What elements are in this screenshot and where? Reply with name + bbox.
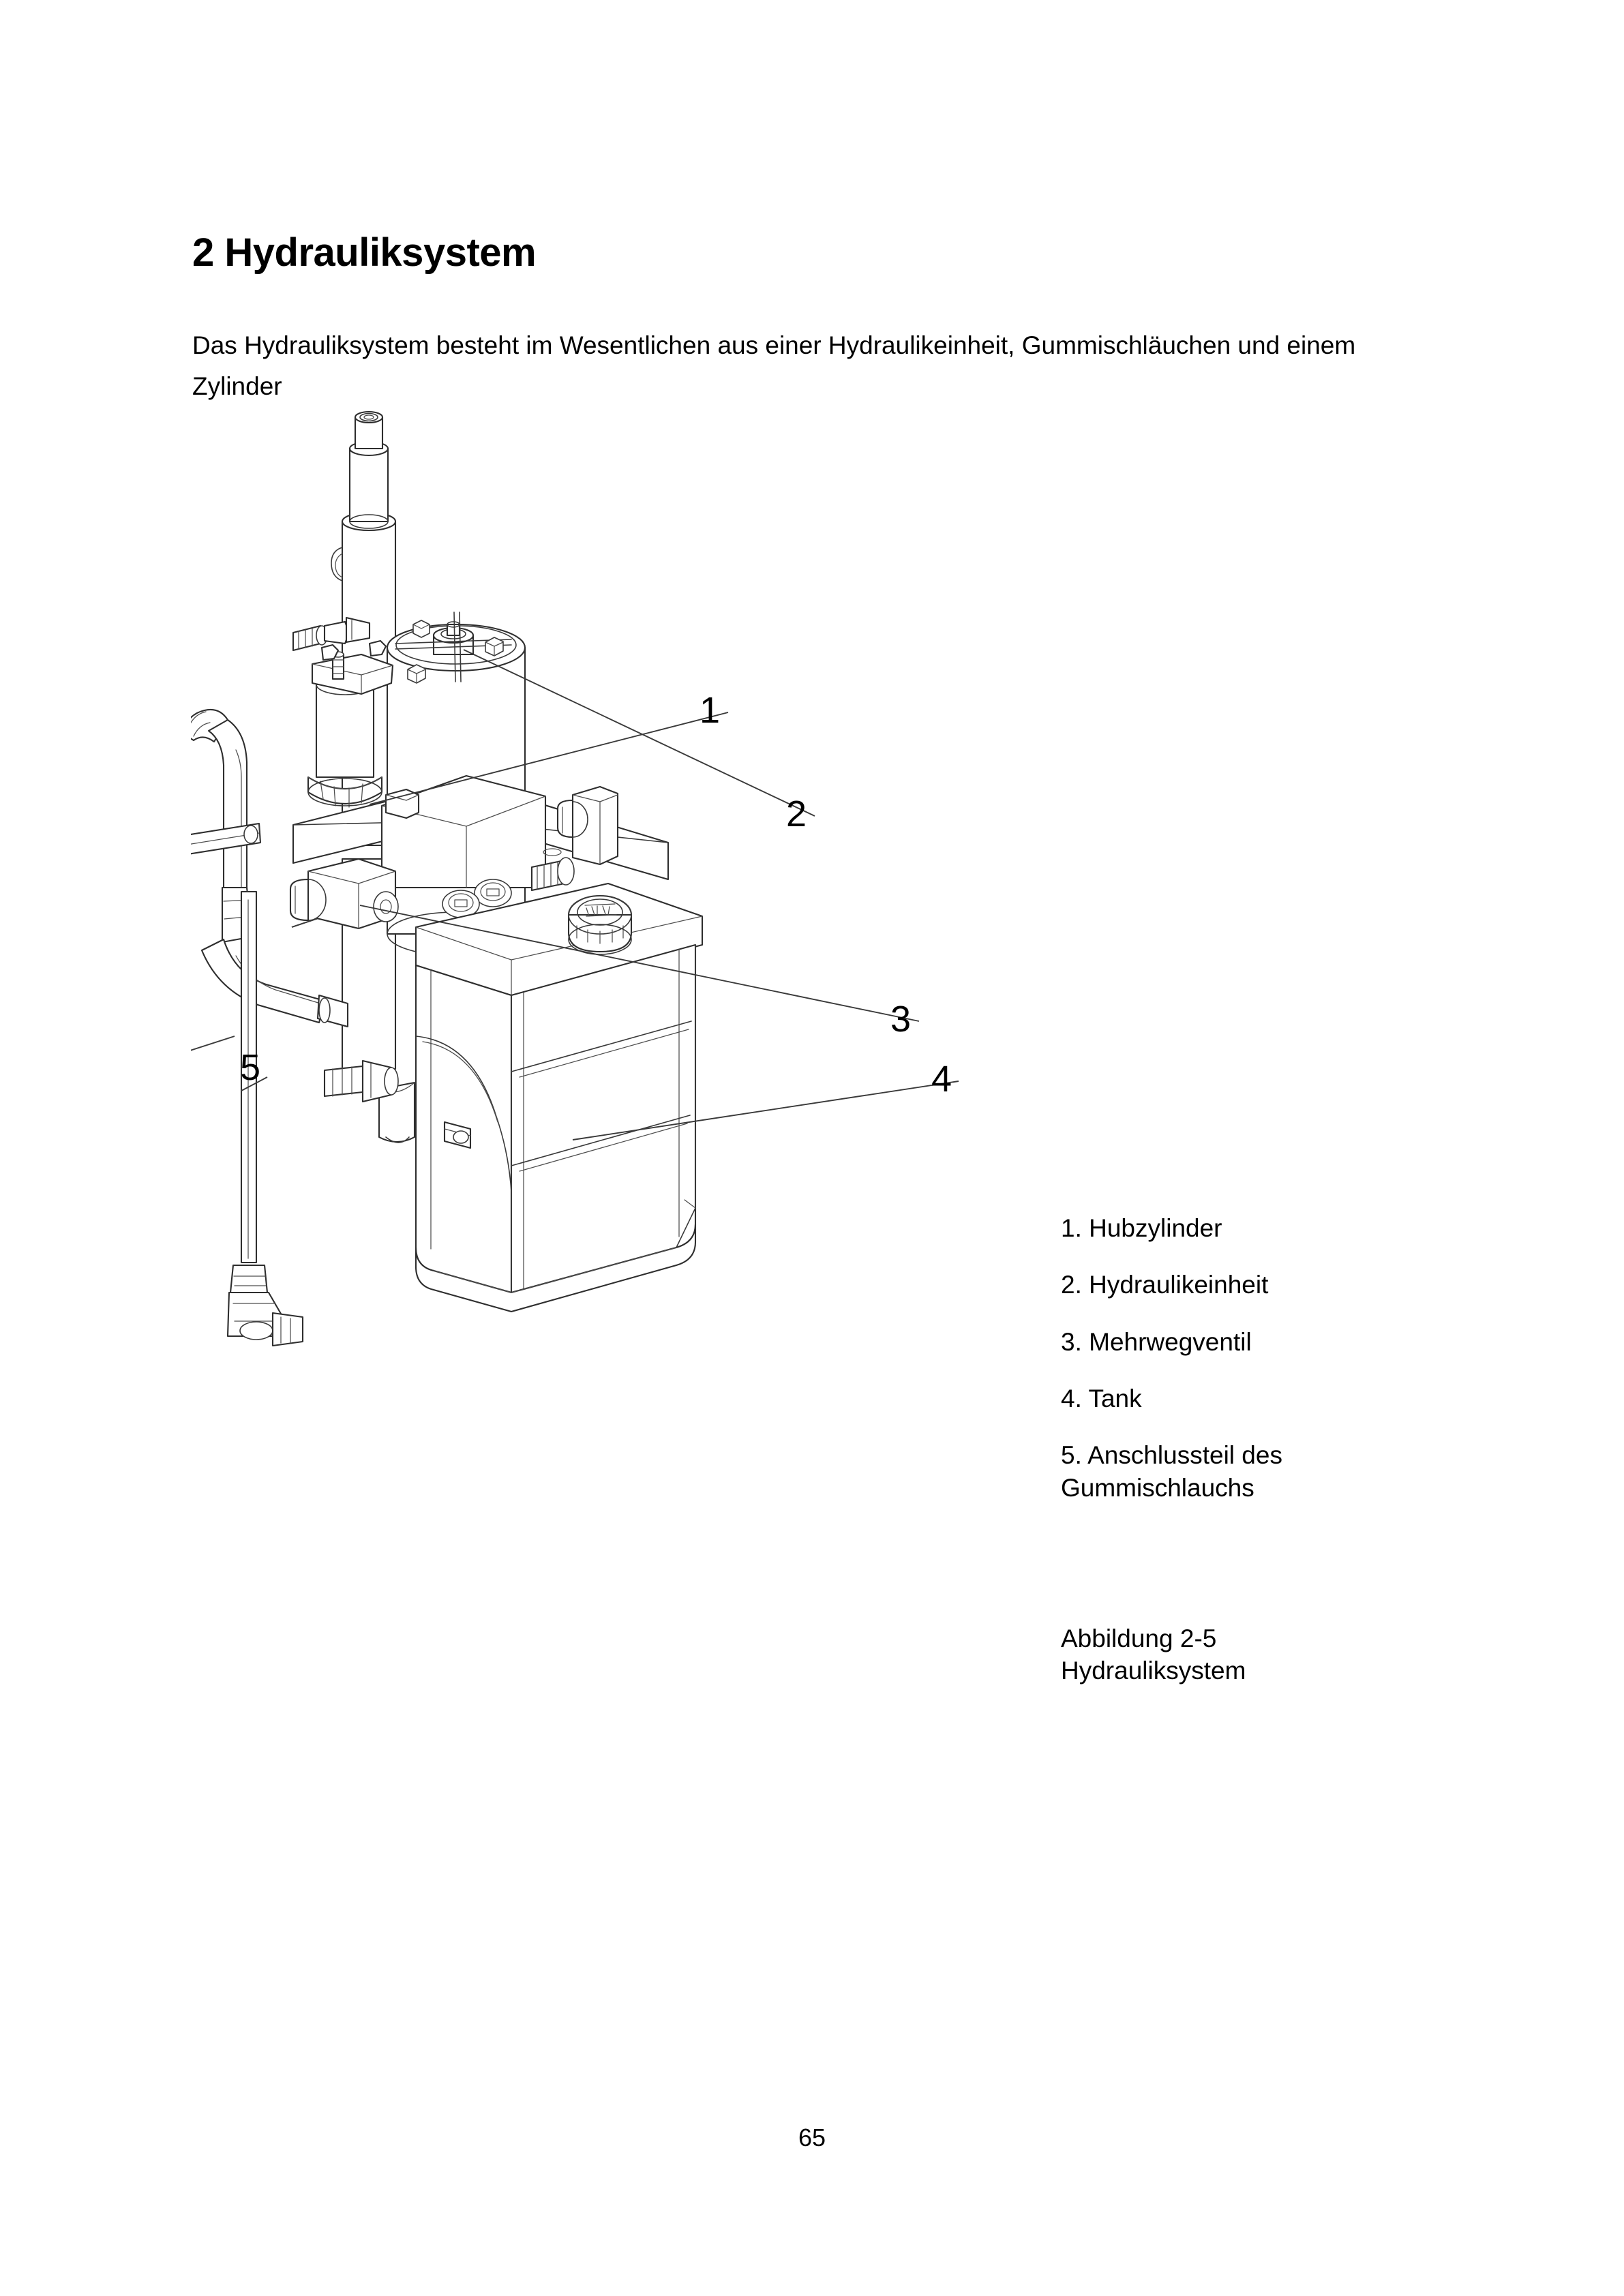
page-number: 65 [798, 2124, 826, 2151]
cap-marking [584, 903, 617, 917]
legend-item-5-line2: Gummischlauchs [1061, 1473, 1254, 1502]
tank-filler-cap [567, 894, 633, 955]
callout-number-1: 1 [700, 690, 720, 731]
figure-caption-line2: Hydrauliksystem [1061, 1657, 1246, 1685]
figure-caption-line1: Abbildung 2-5 [1061, 1625, 1217, 1652]
tank-graphic [323, 882, 704, 1313]
callout-numbers: 1 2 3 4 5 [700, 690, 952, 1100]
figure-legend: 1. Hubzylinder 2. Hydraulikeinheit 3. Me… [1061, 1212, 1497, 1504]
callout-number-2: 2 [786, 794, 807, 834]
legend-item-2: 2. Hydraulikeinheit [1061, 1271, 1269, 1299]
intro-paragraph: Das Hydrauliksystem besteht im Wesentlic… [192, 331, 1356, 400]
legend-item-5: 5. Anschlussteil des Gummischlauchs [1061, 1439, 1497, 1504]
page-title: 2 Hydrauliksystem [192, 230, 537, 275]
rubber-hose-graphic [191, 708, 349, 1347]
callout-number-5-label: 5 [240, 1047, 261, 1088]
figure-caption: Abbildung 2-5 Hydrauliksystem [1061, 1622, 1497, 1687]
legend-item-3: 3. Mehrwegventil [1061, 1327, 1252, 1356]
callout-leaders [191, 649, 959, 1141]
legend-item-5-line1: 5. Anschlussteil des [1061, 1441, 1282, 1470]
callout-number-3: 3 [890, 999, 911, 1040]
multiway-valve-graphic [289, 774, 670, 930]
callout-number-4: 4 [931, 1059, 952, 1100]
hydraulic-system-figure: .ln { fill:none; stroke:#2e2e2e; stroke-… [191, 382, 1111, 1609]
legend-item-4: 4. Tank [1061, 1385, 1142, 1413]
legend-item-1: 1. Hubzylinder [1061, 1214, 1222, 1242]
